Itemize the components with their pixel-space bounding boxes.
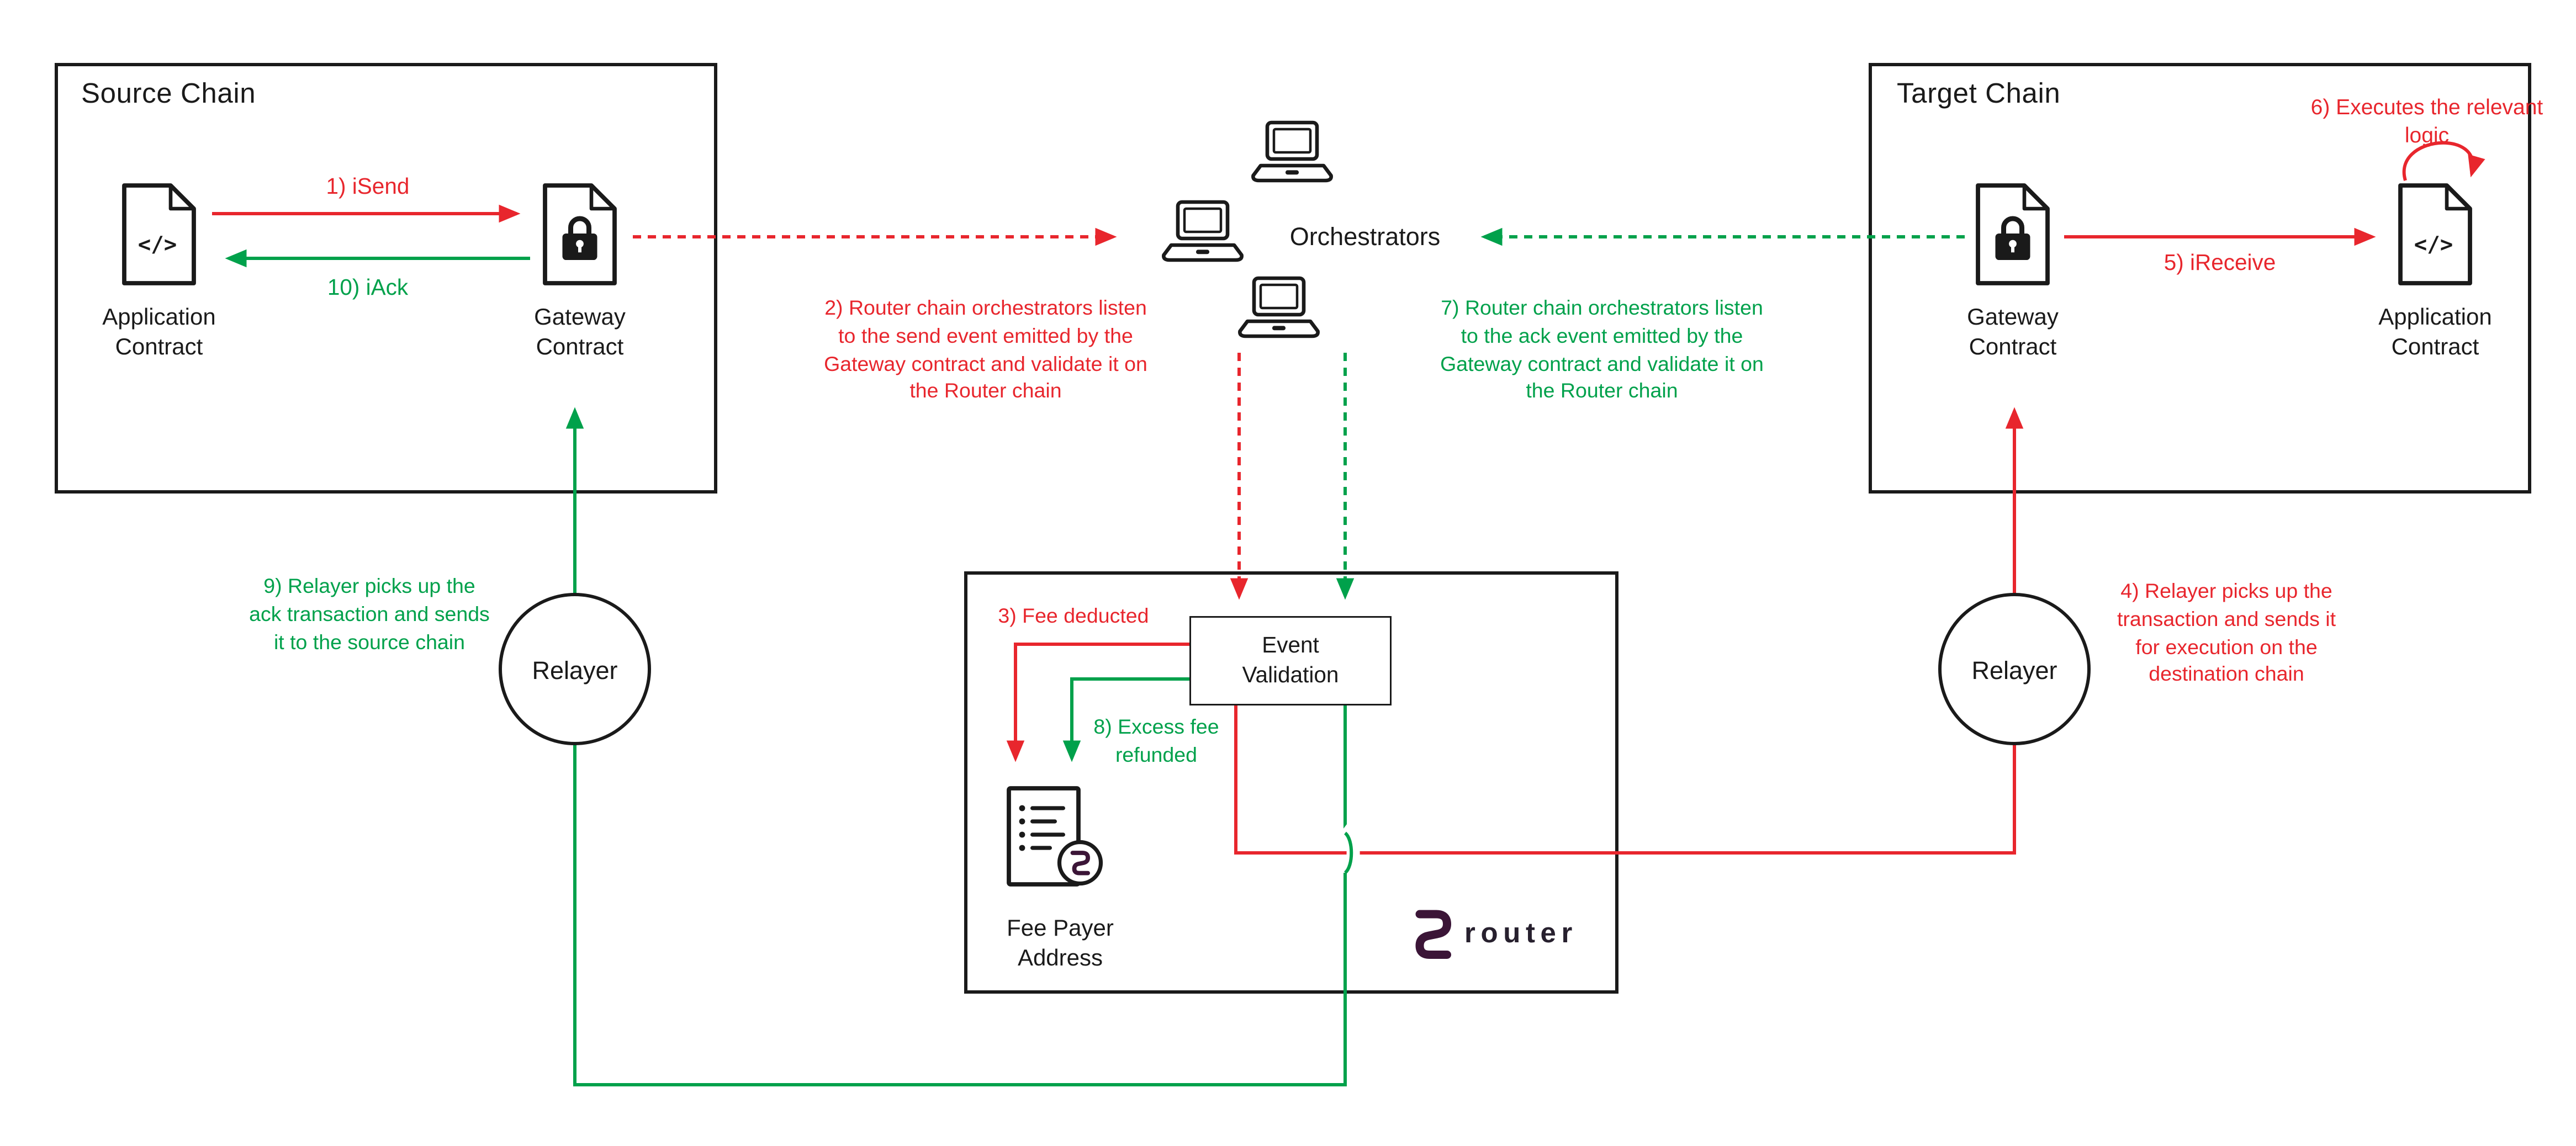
application-contract-icon: </> (2394, 182, 2477, 286)
gateway-contract-icon (1971, 182, 2054, 286)
step3-label: 3) Fee deducted (998, 604, 1149, 628)
step5-label: 5) iReceive (2164, 250, 2276, 275)
application-contract-label: Application Contract (102, 303, 216, 360)
step7-label: 7) Router chain orchestrators listen to … (1440, 296, 1764, 403)
application-contract-label: Application Contract (2378, 303, 2492, 360)
relayer-left-label: Relayer (532, 657, 618, 686)
router-logo-icon (1411, 909, 1454, 962)
orchestrators-label: Orchestrators (1289, 224, 1441, 252)
step2-label: 2) Router chain orchestrators listen to … (824, 296, 1147, 403)
application-contract-icon: </> (118, 182, 200, 286)
step10-label: 10) iAck (327, 275, 409, 300)
step6-label: 6) Executes the relevant logic (2310, 94, 2543, 148)
router-brand-label: router (1464, 917, 1578, 949)
step1-label: 1) iSend (326, 174, 410, 199)
gateway-contract-label: Gateway Contract (534, 303, 626, 360)
fee-payer-label: Fee Payer Address (1007, 914, 1114, 972)
step9-label: 9) Relayer picks up the ack transaction … (249, 575, 490, 654)
code-glyph: </> (2414, 232, 2453, 257)
step8-label: 8) Excess fee refunded (1093, 715, 1219, 767)
event-validation-box: Event Validation (1189, 616, 1392, 705)
gateway-contract-icon (538, 182, 621, 286)
step4-label: 4) Relayer picks up the transaction and … (2117, 580, 2336, 686)
code-glyph: </> (138, 232, 177, 257)
lock-icon (562, 216, 597, 260)
lock-icon (1995, 216, 2030, 260)
event-validation-label: Event Validation (1242, 633, 1339, 687)
laptop-icon (1233, 275, 1325, 341)
relayer-right-label: Relayer (1971, 657, 2057, 686)
target-chain-title: Target Chain (1897, 78, 2061, 109)
gateway-contract-label: Gateway Contract (1967, 303, 2059, 360)
source-chain-title: Source Chain (81, 78, 256, 109)
fee-payer-icon (1004, 785, 1107, 894)
laptop-icon (1156, 199, 1249, 265)
router-badge-icon (1057, 840, 1103, 886)
laptop-icon (1246, 119, 1339, 185)
